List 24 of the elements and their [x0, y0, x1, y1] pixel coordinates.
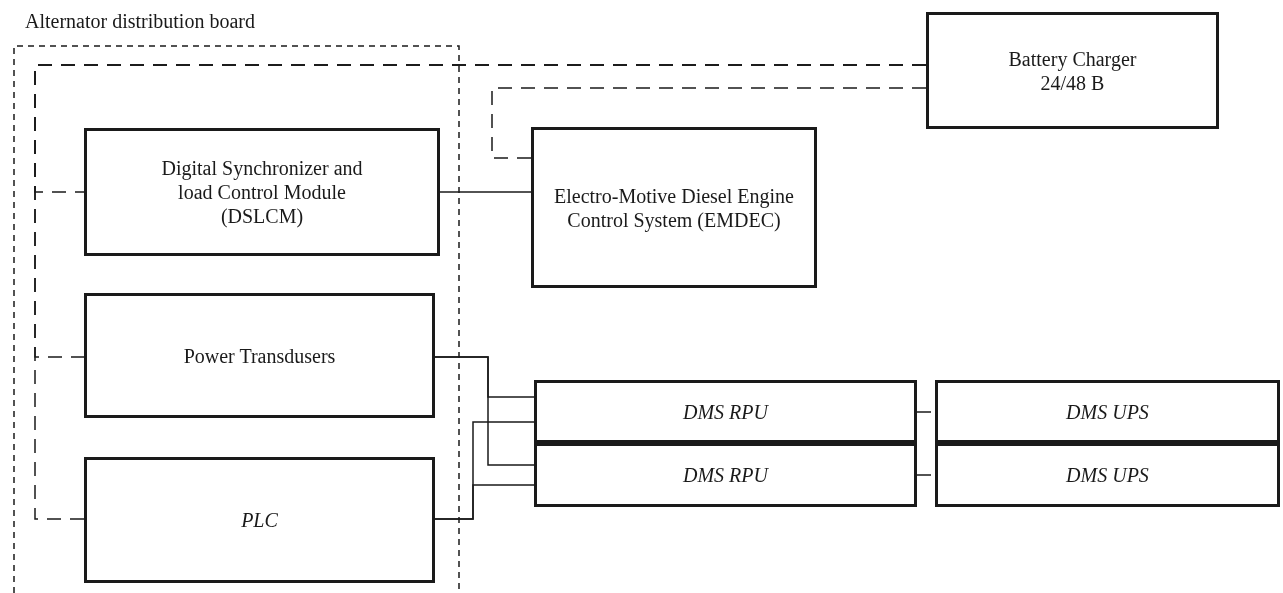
- connector: [439, 191, 532, 193]
- block-label: DMS UPS: [1066, 463, 1149, 487]
- block-label: DMS RPU: [683, 463, 768, 487]
- block-box: [84, 457, 435, 583]
- block-box: [84, 128, 440, 256]
- connector: [434, 356, 535, 466]
- dashed-connector: [491, 87, 927, 159]
- block-box: [534, 380, 917, 443]
- block-label: Digital Synchronizer and load Control Module (DSLCM): [160, 156, 364, 228]
- block-label: PLC: [241, 508, 278, 532]
- block-box: [935, 443, 1280, 507]
- block-box: [935, 380, 1280, 443]
- block-label: DMS RPU: [683, 399, 768, 424]
- group-heading: Alternator distribution board: [25, 10, 255, 33]
- block-label: Power Transdusers: [183, 343, 336, 368]
- block-label: Battery Charger 24/48 B: [1007, 46, 1138, 95]
- block-label: Electro-Motive Diesel Engine Control System (EMDEC): [553, 183, 795, 232]
- dashed-connector: [34, 64, 927, 520]
- block-box: [534, 443, 917, 507]
- block-box: [531, 127, 817, 288]
- block-label: DMS UPS: [1066, 399, 1149, 424]
- block-box: [926, 12, 1219, 129]
- connector: [434, 484, 535, 520]
- block-box: [84, 293, 435, 418]
